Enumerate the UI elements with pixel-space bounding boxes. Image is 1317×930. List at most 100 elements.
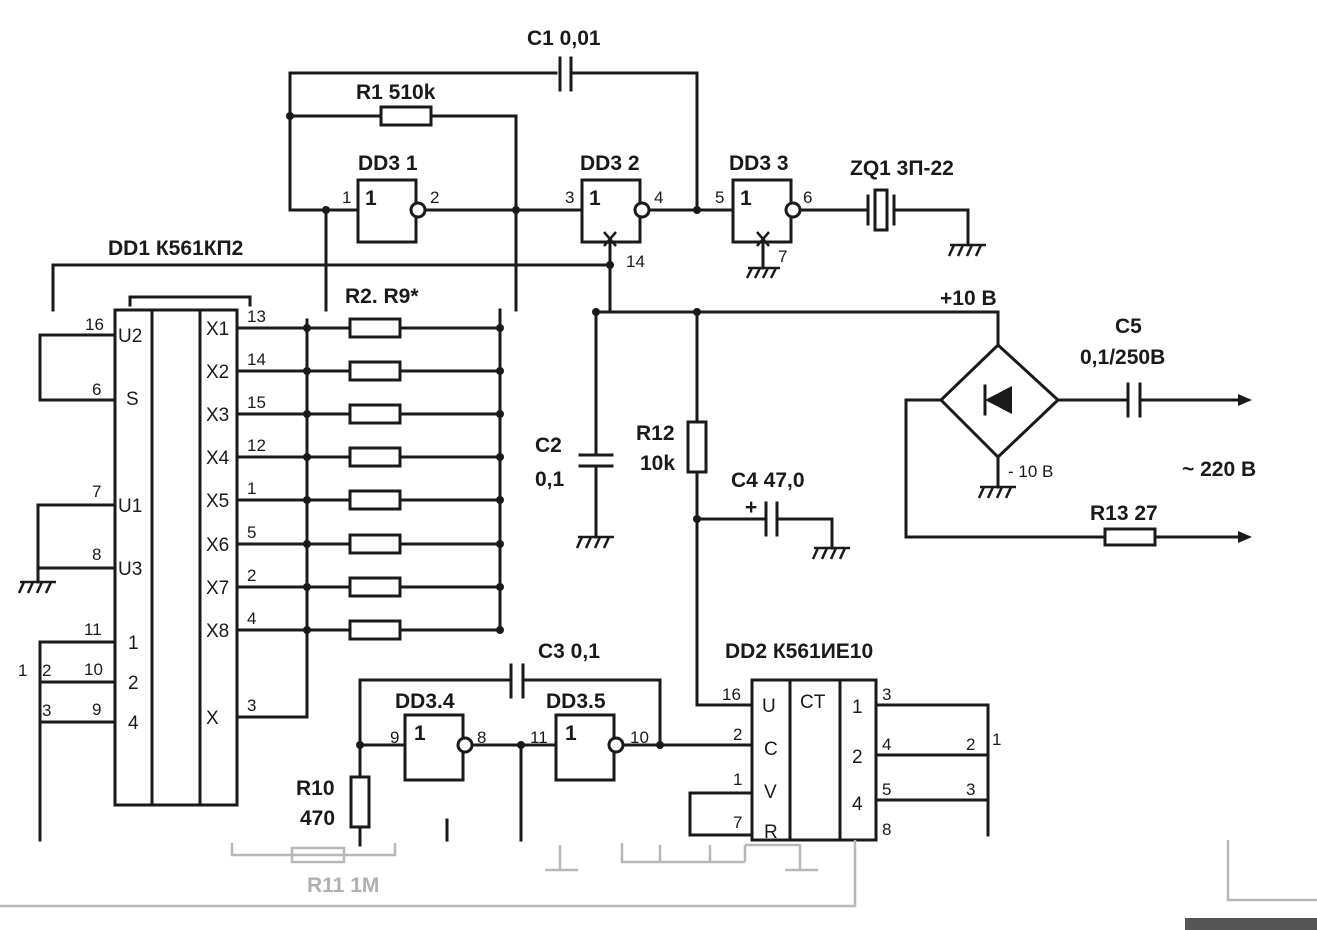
ladder-resistor	[348, 360, 402, 382]
pin-number: 4	[882, 735, 891, 754]
pin-number: 1	[733, 770, 742, 789]
dd2-output-wire	[874, 703, 990, 837]
pin-name: X3	[206, 405, 229, 426]
pin-name: C	[764, 739, 778, 760]
r2-r9-label: R2. R9*	[345, 285, 419, 308]
dd2-chip	[750, 678, 878, 842]
zq1-wire	[892, 208, 970, 247]
ground-icon	[811, 546, 850, 560]
ground-icon	[17, 580, 56, 594]
output-weight: 1	[852, 697, 863, 718]
pin-name: X2	[206, 362, 229, 383]
r13-wire	[904, 398, 1107, 539]
pin-number: 14	[626, 252, 645, 271]
ladder-resistor	[348, 403, 402, 425]
c2-label: C2	[535, 434, 562, 457]
junction-dot	[693, 206, 701, 214]
r12-resistor	[686, 420, 708, 474]
faded-bottom: R11 1M	[0, 840, 1317, 930]
c4-label: C4 47,0	[731, 469, 805, 492]
pin-number: 9	[390, 728, 399, 747]
ladder-resistor	[348, 576, 402, 598]
inverter-bubble	[607, 736, 625, 754]
faded-ground-icon	[745, 843, 818, 872]
pin-number: 2	[247, 566, 256, 585]
dd3-3-gate	[731, 178, 793, 244]
pin-name: U	[762, 696, 776, 717]
r12-value: 10k	[640, 452, 675, 475]
gate-symbol: 1	[414, 722, 426, 745]
pin-number: 11	[530, 728, 548, 747]
arrow-icon	[1238, 531, 1252, 543]
pin-number: 3	[247, 696, 256, 715]
mains-label: ~ 220 В	[1182, 458, 1256, 481]
c1-wire-right	[572, 71, 699, 212]
r13-label: R13 27	[1090, 502, 1158, 525]
r10-value: 470	[300, 807, 335, 830]
pin-number: 1	[992, 730, 1001, 749]
inverter-bubble	[633, 201, 651, 219]
pin-number: 1	[342, 188, 351, 207]
pin-name: S	[126, 389, 139, 410]
pin-name: 2	[128, 673, 139, 694]
ladder-resistor	[348, 619, 402, 641]
pin-name: X5	[206, 491, 229, 512]
dd3-3-label: DD3 3	[729, 152, 789, 175]
pin-name: X6	[206, 535, 229, 556]
pin-number: 4	[654, 188, 663, 207]
pin-number: 8	[92, 545, 101, 564]
faded-ground-icon	[545, 845, 578, 872]
zq1-label: ZQ1 3П-22	[850, 157, 954, 180]
pin-name: U2	[118, 326, 142, 347]
junction-dot	[286, 112, 294, 120]
pin-number: 6	[92, 380, 101, 399]
arrow-icon	[1238, 394, 1252, 406]
r11-resistor	[290, 846, 346, 864]
pin-number: 10	[630, 728, 649, 747]
c4-wire	[775, 517, 834, 550]
r12-wire	[695, 470, 754, 707]
pin-number: 10	[84, 660, 103, 679]
power-cross-mark	[756, 231, 770, 247]
pin-number: 2	[42, 661, 51, 680]
ladder-resistor	[348, 446, 402, 468]
c3-wire	[358, 678, 513, 747]
pin-number: 12	[247, 436, 266, 455]
pin-name: X7	[206, 578, 229, 599]
inverter-bubble	[784, 201, 802, 219]
pin-number: 7	[92, 482, 101, 501]
junction-dot	[656, 741, 664, 749]
c3-label: C3 0,1	[538, 640, 600, 663]
faded-wire	[620, 843, 747, 864]
pin-name: X8	[206, 621, 229, 642]
pin-number: 14	[247, 350, 266, 369]
pin-number: 3	[565, 188, 574, 207]
power-cross-mark	[603, 231, 617, 247]
pin-name: X1	[206, 319, 229, 340]
pin-number: 9	[92, 700, 101, 719]
pin-name: U1	[118, 496, 142, 517]
c1-wire-left	[288, 71, 558, 212]
supply-label: +10 В	[940, 287, 997, 310]
pin-number: 5	[247, 523, 256, 542]
pin-name: 1	[128, 633, 139, 654]
supply-rail	[594, 310, 1000, 347]
pin-number: 2	[430, 188, 439, 207]
dd2-v-wire	[688, 791, 754, 837]
pin-number: 2	[966, 735, 975, 754]
ladder-resistor	[348, 489, 402, 511]
ladder-resistor	[348, 317, 402, 339]
pin-number: 3	[42, 701, 51, 720]
c4-polarity: +	[745, 496, 757, 519]
gate-symbol: 1	[589, 187, 601, 210]
pin-number: 16	[722, 685, 741, 704]
r13-resistor	[1103, 527, 1157, 547]
pin-number: 7	[733, 813, 742, 832]
pin-number: 6	[803, 188, 812, 207]
r11-label: R11 1M	[307, 874, 379, 897]
dd3-1-gate	[356, 178, 418, 244]
neg-supply-label: - 10 В	[1008, 462, 1053, 481]
r10-label: R10	[296, 777, 335, 800]
